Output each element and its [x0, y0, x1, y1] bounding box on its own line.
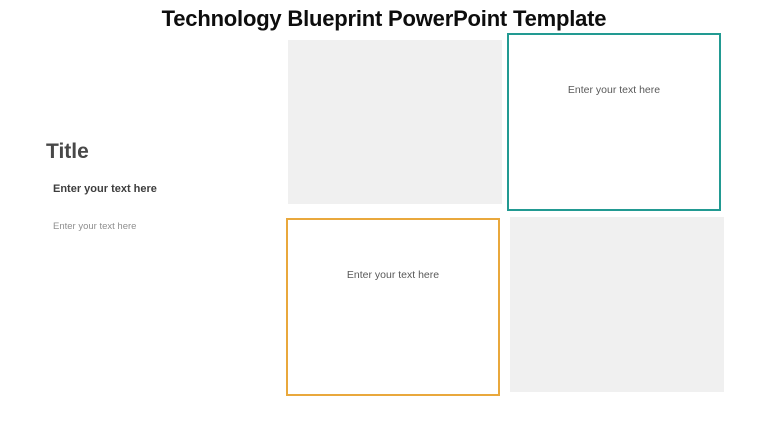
- teal-text-placeholder-box[interactable]: Enter your text here: [507, 33, 721, 211]
- orange-box-placeholder-text[interactable]: Enter your text here: [346, 269, 440, 281]
- section-title: Title: [46, 140, 89, 163]
- slide-title: Technology Blueprint PowerPoint Template: [161, 6, 607, 31]
- section-subtitle-bold[interactable]: Enter your text here: [53, 183, 157, 195]
- orange-text-placeholder-box[interactable]: Enter your text here: [286, 218, 500, 396]
- gray-placeholder-box-bottom-right: [510, 217, 724, 392]
- gray-placeholder-box-top-left: [288, 40, 502, 204]
- section-subtitle-light[interactable]: Enter your text here: [53, 221, 137, 232]
- teal-box-placeholder-text[interactable]: Enter your text here: [567, 84, 661, 96]
